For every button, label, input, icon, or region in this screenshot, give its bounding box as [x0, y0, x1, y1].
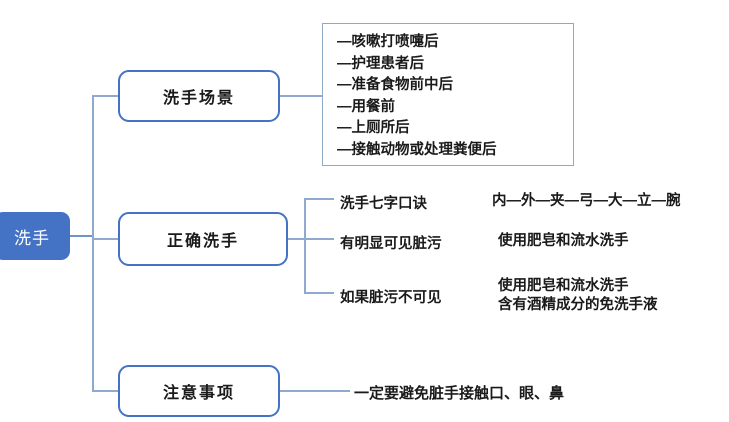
scenario-list-item: —准备食物前中后	[337, 77, 453, 93]
connector-trunk-to-branch-0	[92, 95, 120, 97]
connector-trunk-vertical	[92, 95, 94, 391]
scenario-list-item: —接触动物或处理粪便后	[337, 141, 497, 158]
root-node[interactable]: 洗手	[0, 212, 70, 260]
scenario-list-box: —咳嗽打喷嚏后 —护理患者后 —准备食物前中后 —用餐前 —上厕所后 —接触动物…	[322, 23, 574, 166]
branch-node-correct-wash[interactable]: 正确洗手	[118, 212, 288, 266]
correct-wash-row-label: 如果脏污不可见	[340, 290, 442, 306]
correct-wash-row-label: 洗手七字口诀	[340, 196, 427, 212]
correct-wash-row-value: 使用肥皂和流水洗手	[498, 233, 629, 249]
correct-wash-row-value-multiline: 使用肥皂和流水洗手 含有酒精成分的免洗手液	[498, 277, 658, 315]
scenario-list-item: —用餐前	[337, 98, 395, 115]
correct-wash-row-value: 内—外—夹—弓—大—立—腕	[492, 193, 681, 209]
scenario-list-item: —护理患者后	[337, 55, 424, 72]
connector-bracket-to-row-1	[304, 238, 334, 240]
root-node-label: 洗手	[14, 228, 50, 248]
scenario-list-item: —上厕所后	[337, 120, 410, 136]
branch-label-correct-wash: 正确洗手	[166, 233, 239, 250]
connector-branch2-to-note	[280, 390, 350, 392]
branch-label-notes: 注意事项	[162, 385, 235, 402]
correct-wash-row-value-line1: 使用肥皂和流水洗手	[498, 278, 629, 294]
connector-trunk-to-branch-2	[92, 390, 120, 392]
connector-bracket-to-row-2	[304, 292, 334, 294]
connector-bracket-to-row-0	[304, 198, 334, 200]
connector-branch1-to-bracket	[288, 238, 306, 240]
correct-wash-row-value-line2: 含有酒精成分的免洗手液	[498, 297, 658, 313]
connector-bracket-vertical	[304, 198, 306, 294]
connector-branch0-to-scenario-box	[280, 95, 322, 97]
connector-root-to-trunk	[70, 235, 94, 237]
branch-node-scenarios[interactable]: 洗手场景	[118, 70, 280, 122]
notes-text: 一定要避免脏手接触口、眼、鼻	[354, 385, 565, 402]
branch-label-scenarios: 洗手场景	[162, 90, 235, 107]
connector-trunk-to-branch-1	[92, 238, 120, 240]
correct-wash-row-label: 有明显可见脏污	[340, 236, 442, 252]
scenario-list-item: —咳嗽打喷嚏后	[337, 34, 439, 50]
branch-node-notes[interactable]: 注意事项	[118, 365, 280, 417]
